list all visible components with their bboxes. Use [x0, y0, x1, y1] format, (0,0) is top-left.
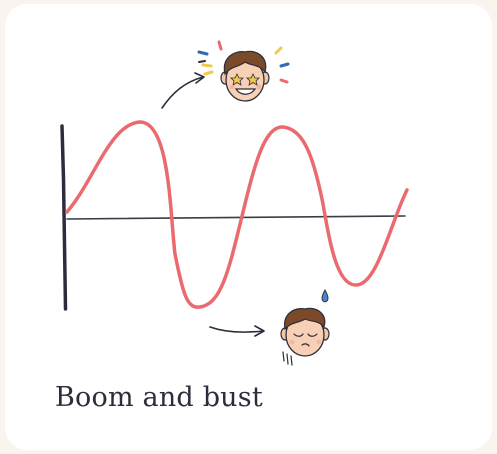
- vertical-axis: [60, 124, 68, 311]
- horizontal-axis: [66, 215, 406, 220]
- economic-cycle-wave: [65, 120, 409, 309]
- card-caption: Boom and bust: [55, 382, 263, 413]
- excited-face-icon: [197, 40, 290, 102]
- boom-and-bust-card[interactable]: Boom and bust: [5, 4, 492, 450]
- boom-bust-illustration: [60, 40, 409, 366]
- tired-face-icon: [280, 289, 330, 366]
- arrow-icon: [209, 325, 265, 337]
- arrow-icon: [161, 72, 205, 109]
